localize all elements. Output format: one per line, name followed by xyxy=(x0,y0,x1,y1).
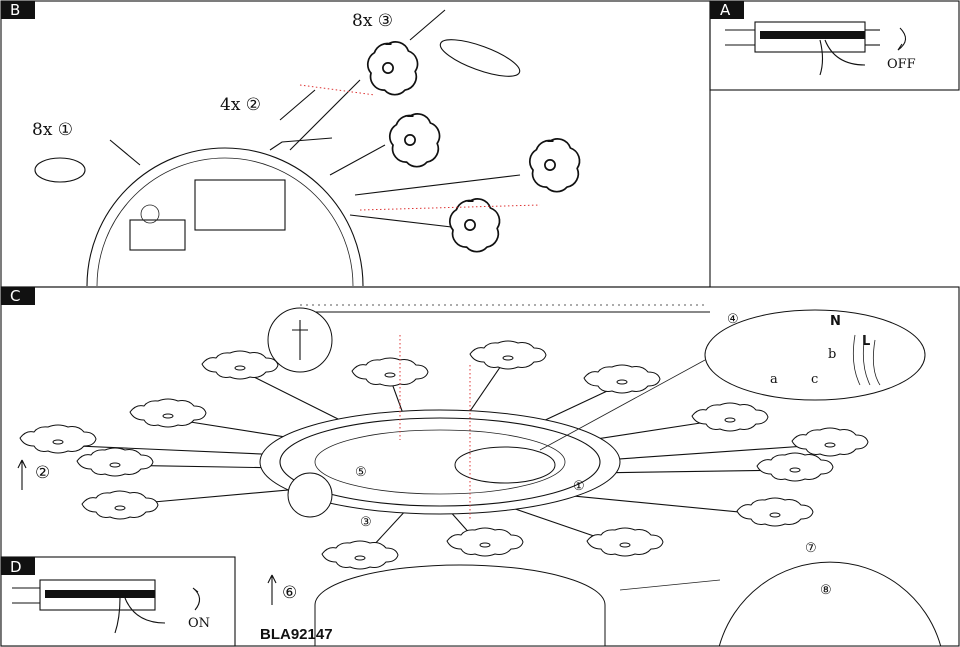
wire-n-label: N xyxy=(830,314,841,329)
wire-b-label: b xyxy=(828,347,836,362)
wire-l-label: L xyxy=(862,334,870,349)
step-5-label: ⑤ xyxy=(355,465,367,480)
panel-b: B 8x ③ 4x ② 8x ① xyxy=(0,0,711,288)
panel-b-tab: B xyxy=(10,1,20,19)
step-2c-label: ② xyxy=(35,463,50,483)
panel-c-tab: C xyxy=(10,287,20,305)
wire-c-label: c xyxy=(811,372,818,387)
panel-a-tab: A xyxy=(720,1,731,19)
step-2-label: 4x ② xyxy=(220,95,261,115)
panel-d: D ON xyxy=(0,556,236,647)
step-8-label: ⑧ xyxy=(820,583,832,598)
off-label: OFF xyxy=(887,57,916,72)
step-4-label: ④ xyxy=(727,312,739,327)
wire-a-label: a xyxy=(770,372,778,387)
panel-c: C xyxy=(0,286,960,647)
step-6-label: ⑥ xyxy=(282,583,297,603)
panel-d-tab: D xyxy=(10,558,22,576)
step-1-label: 8x ① xyxy=(32,120,73,140)
model-code: BLA92147 xyxy=(260,626,333,643)
step-3c-label: ③ xyxy=(360,515,372,530)
on-label: ON xyxy=(188,616,210,631)
step-3-label: 8x ③ xyxy=(352,11,393,31)
step-7-label: ⑦ xyxy=(805,541,817,556)
step-1c-label: ① xyxy=(573,479,585,494)
panel-a: A OFF xyxy=(709,0,960,91)
